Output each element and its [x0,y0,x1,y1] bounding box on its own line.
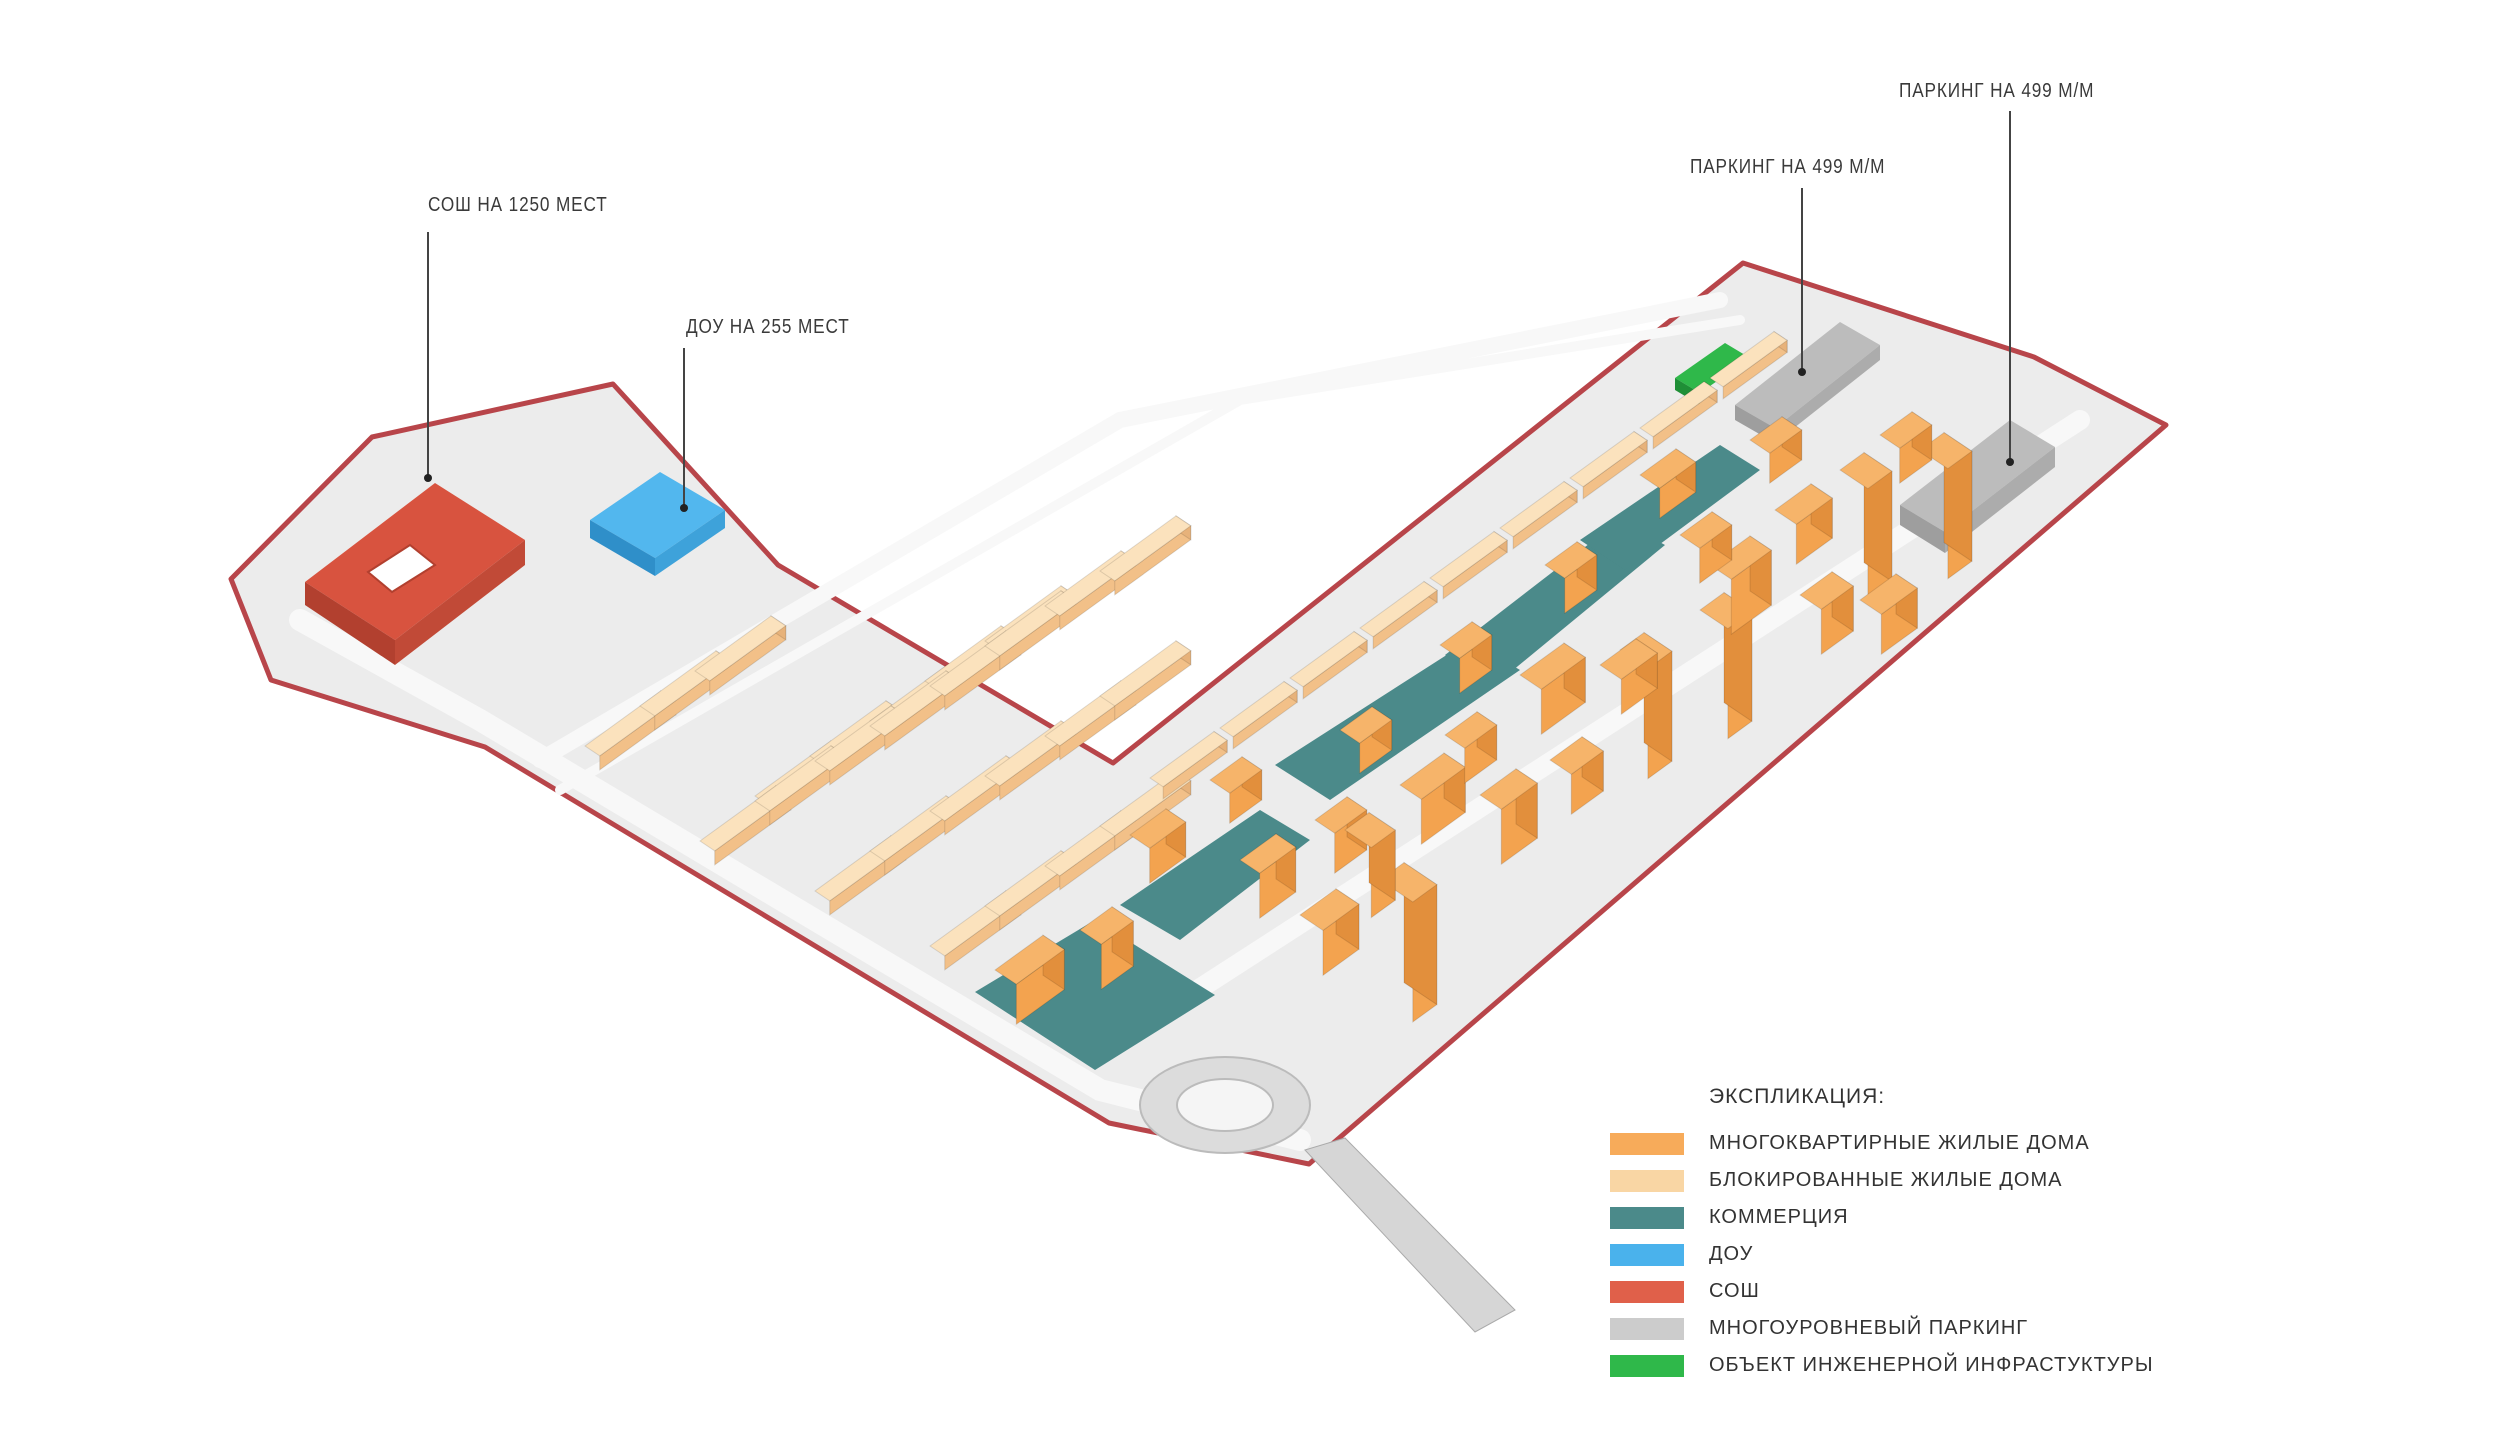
legend-swatch [1610,1317,1684,1340]
townhouse-block [1099,514,1192,596]
legend-item: МНОГОКВАРТИРНЫЕ ЖИЛЫЕ ДОМА [1610,1125,2250,1162]
school-building [305,483,525,665]
apartment-block [994,934,1066,1026]
legend-swatch [1610,1169,1684,1192]
apartment-block [1479,767,1539,866]
approach-road [1304,1137,1516,1333]
apartment-block [1749,415,1803,485]
legend-item: ОБЪЕКТ ИНЖЕНЕРНОЙ ИНФРАСТУКТУРЫ [1610,1347,2250,1384]
legend-item: БЛОКИРОВАННЫЕ ЖИЛЫЕ ДОМА [1610,1162,2250,1199]
apartment-block [1339,705,1393,775]
townhouse-block [1429,530,1508,600]
legend-label: КОММЕРЦИЯ [1709,1206,1849,1228]
apartment-block [1129,807,1187,885]
apartment-block [1519,642,1587,736]
townhouse-block [1569,430,1648,500]
apartment-block [1299,887,1360,977]
townhouse-block [1289,630,1368,700]
apartment-block [1549,735,1605,816]
apartment-block [1679,510,1733,585]
apartment-block [1239,832,1297,920]
legend-swatch [1610,1243,1684,1266]
townhouse-blocks [584,330,1788,971]
kindergarten-callout-label: ДОУ НА 255 МЕСТ [686,316,850,338]
apartment-block [1709,535,1773,636]
legend-item: МНОГОУРОВНЕВЫЙ ПАРКИНГ [1610,1310,2250,1347]
apartment-block [1444,710,1498,785]
callout-dots [424,368,2014,512]
townhouse-block [1709,330,1788,400]
apartment-block [1919,431,1973,580]
legend-item: КОММЕРЦИЯ [1610,1199,2250,1236]
legend-swatch [1610,1132,1684,1155]
apartment-block [1774,482,1834,566]
apartment-block [1344,811,1397,919]
legend-swatch [1610,1354,1684,1377]
apartment-block [1799,570,1855,656]
apartment-block [1544,540,1598,615]
townhouse-block [1359,580,1438,650]
parking-building-2 [1900,420,2055,553]
roundabout [1139,1056,1311,1154]
townhouse-block [694,614,787,696]
apartment-block [1209,755,1263,825]
legend-title: ЭКСПЛИКАЦИЯ: [1709,1085,1886,1108]
legend-label: ОБЪЕКТ ИНЖЕНЕРНОЙ ИНФРАСТУКТУРЫ [1709,1354,2154,1376]
apartment-block [1859,572,1919,656]
apartment-block [1839,451,1893,600]
apartment-block [1639,447,1697,520]
legend-label: ДОУ [1709,1243,1754,1265]
townhouse-block [1149,730,1228,800]
apartment-block [1879,410,1933,485]
apartment-block [1699,591,1753,740]
legend-label: СОШ [1709,1280,1760,1302]
legend-label: МНОГОУРОВНЕВЫЙ ПАРКИНГ [1709,1317,2029,1339]
apartment-block [1079,905,1135,991]
apartment-block [1599,637,1659,716]
legend-label: МНОГОКВАРТИРНЫЕ ЖИЛЫЕ ДОМА [1709,1132,2090,1154]
kindergarten-building [590,472,725,576]
parking-1-callout-label: ПАРКИНГ НА 499 М/М [1690,156,1886,178]
parking-2-callout-label: ПАРКИНГ НА 499 М/М [1899,80,2095,102]
callout-lines [427,111,2011,508]
legend-item: ДОУ [1610,1236,2250,1273]
townhouse-block [1639,380,1718,450]
townhouse-block [1219,680,1298,750]
apartment-block [1439,620,1493,695]
legend-swatch [1610,1280,1684,1303]
legend-swatch [1610,1206,1684,1229]
townhouse-block [1499,480,1578,550]
legend-label: БЛОКИРОВАННЫЕ ЖИЛЫЕ ДОМА [1709,1169,2063,1191]
legend: ЭКСПЛИКАЦИЯ: МНОГОКВАРТИРНЫЕ ЖИЛЫЕ ДОМА … [1610,1085,2250,1384]
apartment-blocks [994,410,1973,1026]
legend-item: СОШ [1610,1273,2250,1310]
school-callout-label: СОШ НА 1250 МЕСТ [428,194,608,216]
townhouse-block [1099,639,1192,721]
